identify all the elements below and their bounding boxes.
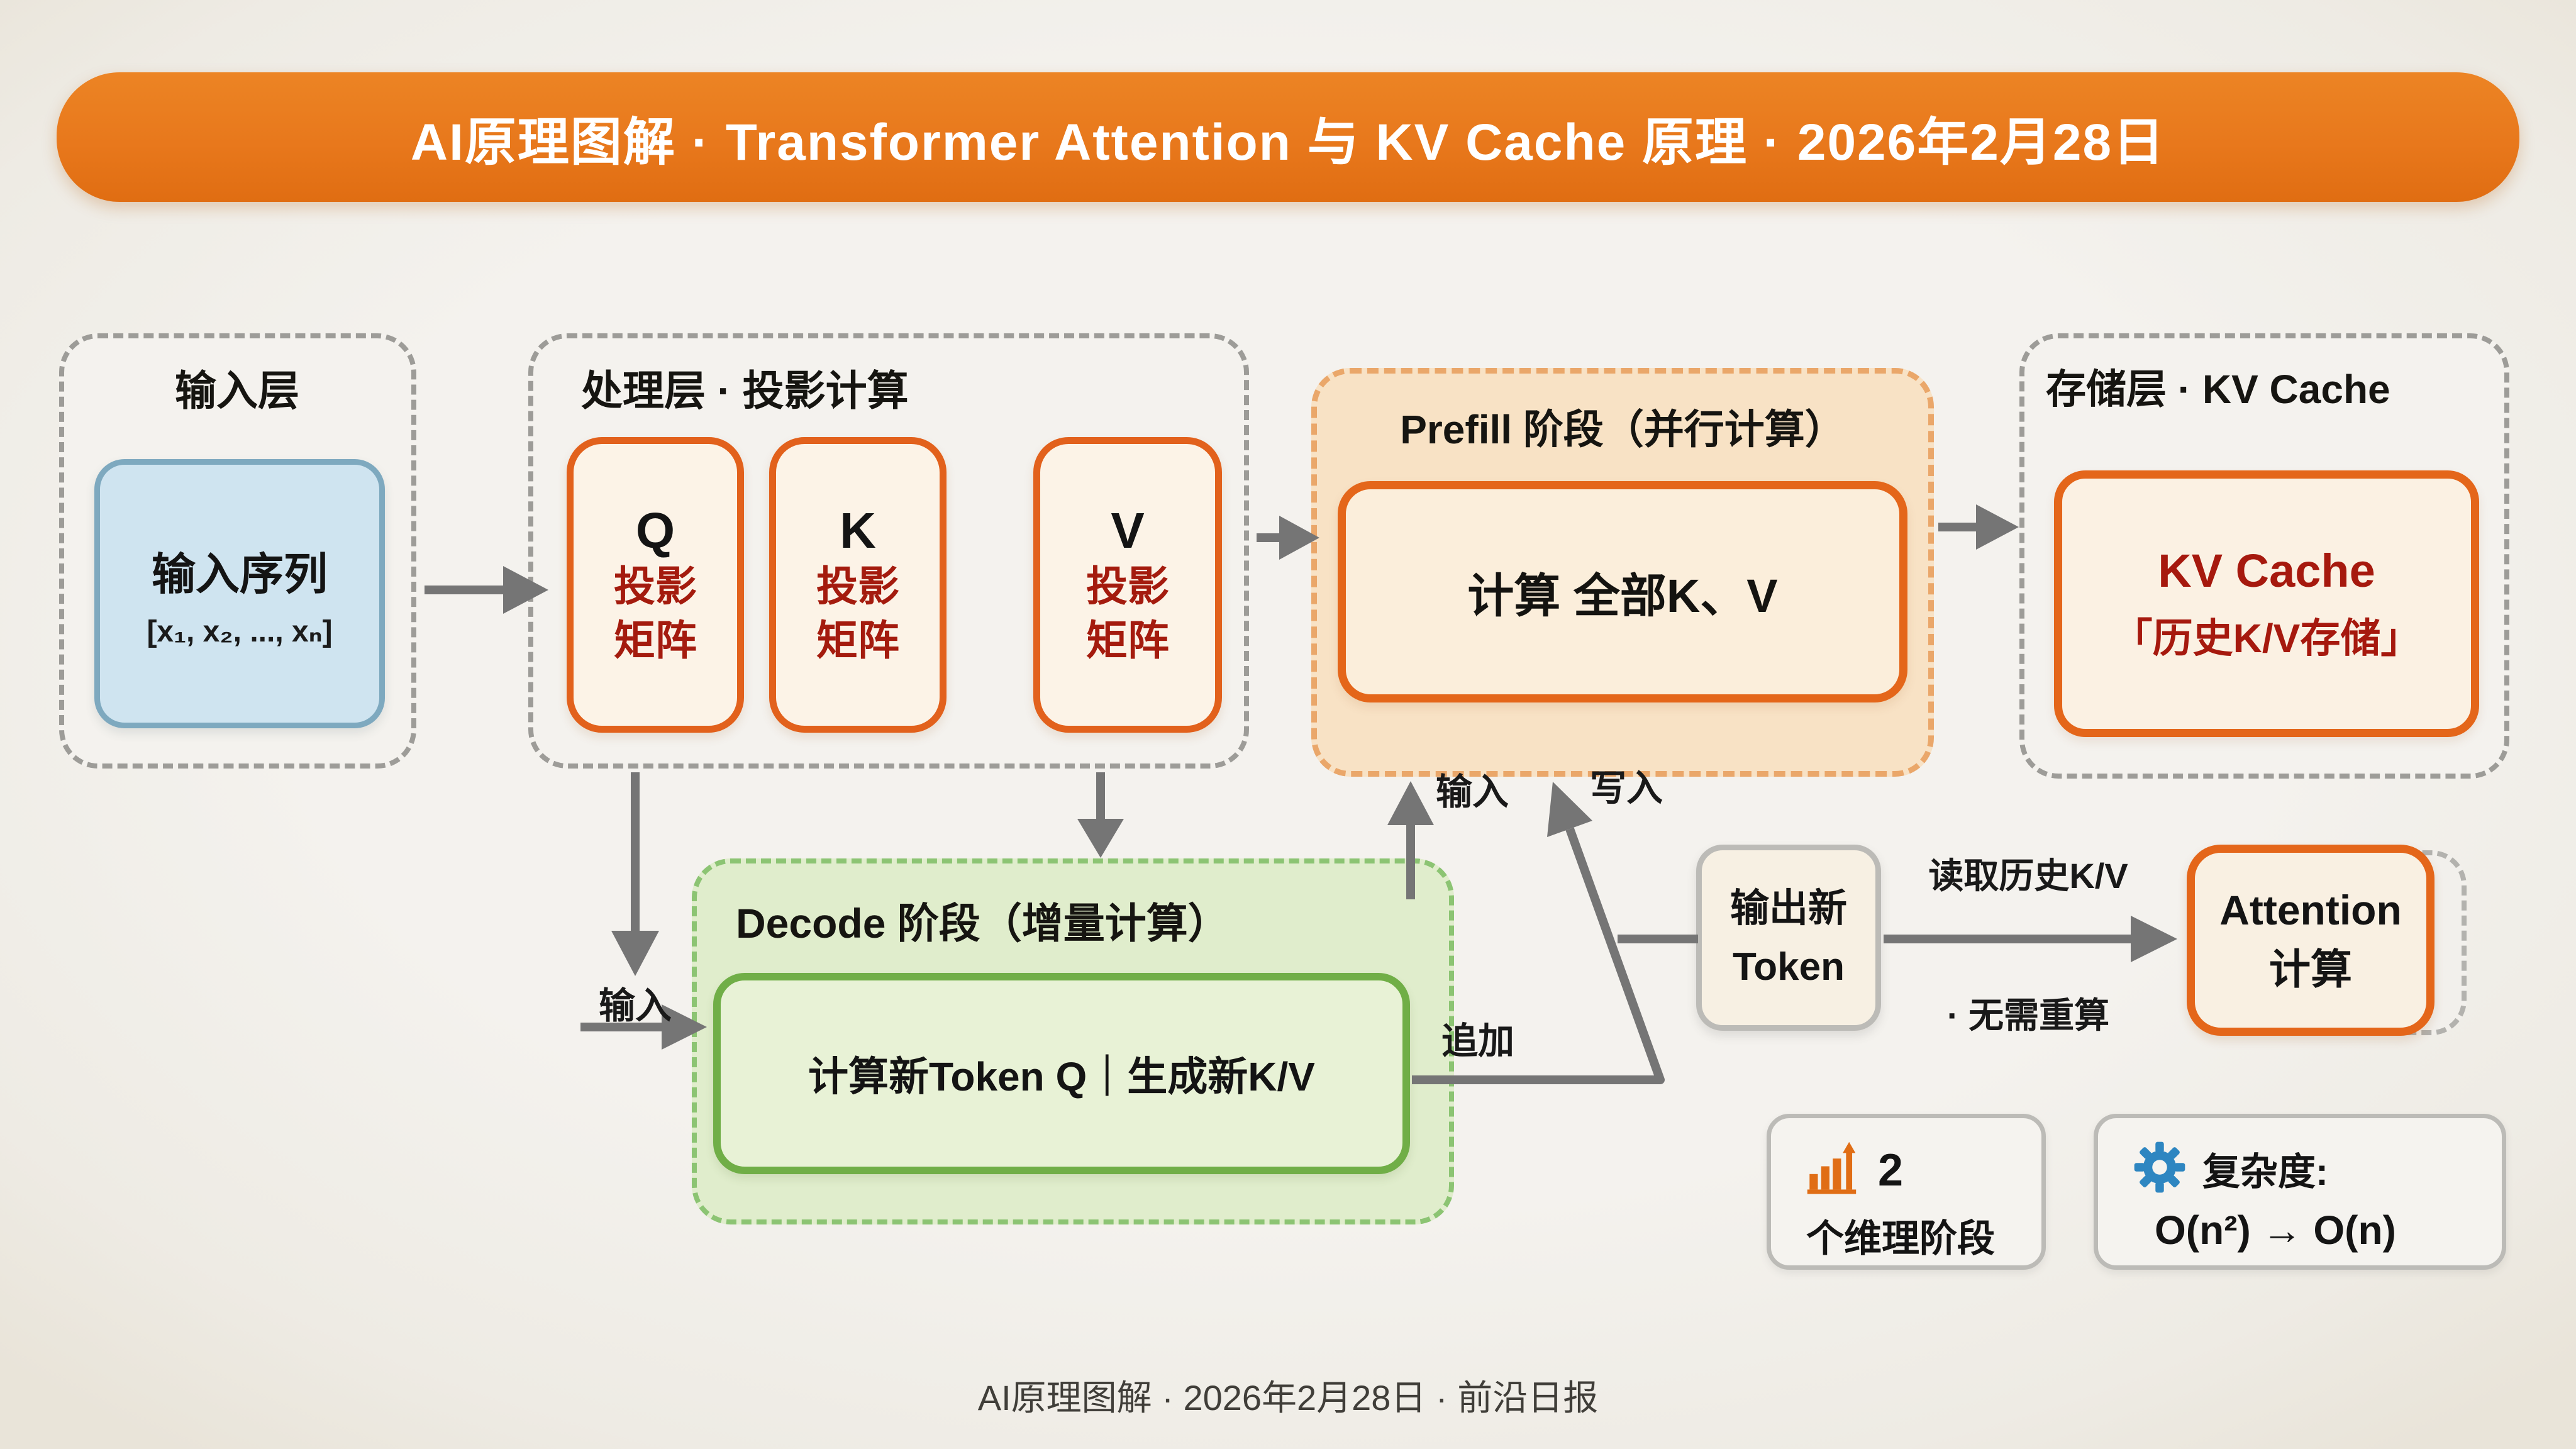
header-title: AI原理图解 · Transformer Attention 与 KV Cach…: [410, 113, 2166, 171]
stat-complexity-card: 复杂度: O(n²) → O(n): [2094, 1114, 2506, 1270]
v-letter: V: [1111, 502, 1145, 559]
stat-complexity-value: O(n²) → O(n): [2155, 1208, 2396, 1253]
gear-icon: [2133, 1141, 2186, 1197]
decode-compute-label: 计算新Token Q｜生成新K/V: [808, 1054, 1315, 1099]
arrowhead-token-to-attention: [2131, 916, 2177, 962]
k-label-line2: 矩阵: [816, 617, 899, 663]
label-input-to-decode: 输入: [599, 985, 672, 1026]
bar-chart-icon: [1806, 1141, 1862, 1199]
footer-caption: AI原理图解 · 2026年2月28日 · 前沿日报: [977, 1378, 1599, 1418]
output-token-box: 输出新 Token: [1696, 845, 1881, 1031]
label-append: 追加: [1441, 1021, 1515, 1062]
storage-layer-title: 存储层 · KV Cache: [2046, 367, 2390, 412]
prefill-compute-label: 计算 全部K、V: [1467, 569, 1778, 622]
k-projection-box: K 投影 矩阵: [769, 437, 947, 733]
label-read-history: 读取历史K/V: [1928, 856, 2128, 896]
arrowhead-decode-to-prefill: [1387, 781, 1434, 825]
attention-line1: Attention: [2219, 887, 2402, 934]
input-layer-title: 输入层: [175, 367, 299, 414]
stat-phases-card: 2 个维理阶段: [1767, 1114, 2046, 1270]
stat-complexity-title: 复杂度:: [2202, 1151, 2328, 1193]
input-sequence-label: 输入序列: [152, 549, 328, 599]
decode-compute-box: 计算新Token Q｜生成新K/V: [713, 973, 1410, 1174]
decode-stage-title: Decode 阶段（增量计算）: [736, 900, 1230, 947]
q-projection-box: Q 投影 矩阵: [567, 437, 744, 733]
prefill-compute-box: 计算 全部K、V: [1338, 481, 1907, 702]
v-projection-box: V 投影 矩阵: [1033, 437, 1222, 733]
label-decode-to-prefill: 输入: [1436, 772, 1509, 813]
input-sequence-box: 输入序列 [x₁, x₂, ..., xₙ]: [94, 459, 385, 728]
k-letter: K: [840, 502, 876, 559]
arrowhead-q-down: [611, 931, 659, 976]
stat-phases-label: 个维理阶段: [1806, 1218, 1995, 1260]
output-token-line2: Token: [1733, 945, 1845, 989]
v-label-line2: 矩阵: [1086, 617, 1169, 663]
v-label-line1: 投影: [1086, 563, 1169, 610]
q-letter: Q: [635, 502, 675, 559]
k-label-line1: 投影: [816, 563, 899, 610]
arrowhead-write: [1547, 782, 1592, 837]
kv-cache-sublabel: 「历史K/V存储」: [2112, 615, 2421, 661]
label-write: 写入: [1590, 768, 1663, 809]
prefill-stage-title: Prefill 阶段（并行计算）: [1400, 407, 1845, 452]
kv-cache-box: KV Cache 「历史K/V存储」: [2054, 470, 2479, 737]
header-banner: AI原理图解 · Transformer Attention 与 KV Cach…: [57, 72, 2519, 202]
q-label-line2: 矩阵: [614, 617, 697, 663]
attention-compute-box: Attention 计算: [2187, 845, 2434, 1036]
label-no-recompute: · 无需重算: [1946, 996, 2110, 1035]
arrowhead-prefill-to-storage: [1976, 504, 2019, 550]
processing-layer-title: 处理层 · 投影计算: [581, 367, 909, 414]
input-sequence-formula: [x₁, x₂, ..., xₙ]: [147, 614, 333, 648]
attention-line2: 计算: [2269, 946, 2352, 992]
output-token-line1: 输出新: [1729, 887, 1847, 930]
q-label-line1: 投影: [614, 563, 697, 610]
stat-phases-value: 2: [1878, 1145, 1904, 1196]
kv-cache-label: KV Cache: [2158, 544, 2375, 597]
arrowhead-v-to-decode: [1077, 819, 1124, 858]
